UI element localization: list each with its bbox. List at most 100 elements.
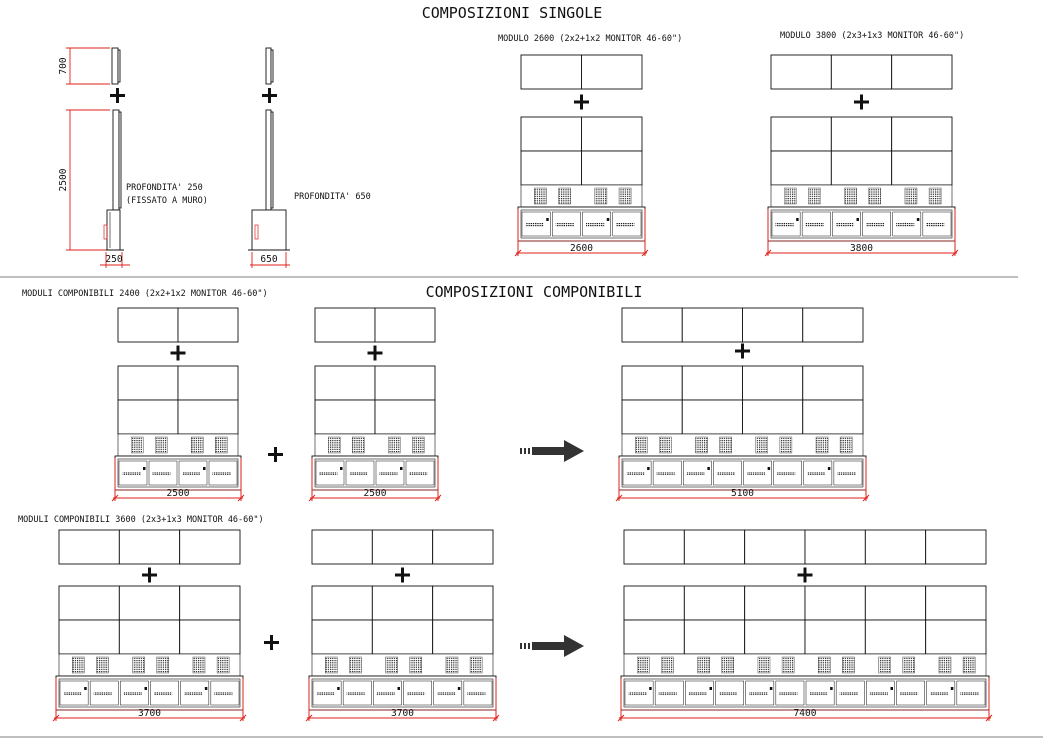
depth-label-wall: (FISSATO A MURO)	[126, 196, 208, 206]
speaker-grille	[216, 656, 230, 674]
dim-text: 2500	[364, 488, 387, 499]
monitor-top	[311, 529, 373, 565]
monitor-bottom	[58, 585, 120, 621]
dimension-width: 2500	[111, 458, 245, 502]
dim-text-650: 650	[260, 254, 277, 265]
speaker-grille	[878, 656, 891, 674]
monitor-bottom	[520, 150, 582, 186]
dim-text-2500-height: 2500	[58, 168, 69, 191]
dim-text-250: 250	[105, 254, 122, 265]
speaker-grille	[192, 656, 206, 674]
monitor-bottom	[864, 585, 927, 621]
dim-text: 2500	[167, 488, 190, 499]
depth-label-250: PROFONDITA' 250	[126, 183, 203, 193]
monitor-bottom	[891, 150, 953, 186]
monitor-top	[802, 307, 864, 343]
speaker-grille	[214, 436, 228, 454]
right-arrow-icon	[520, 440, 584, 462]
monitor-bottom	[683, 585, 746, 621]
speaker-grille	[839, 436, 853, 454]
dimension-width: 3800	[764, 209, 959, 257]
monitor-bottom	[314, 399, 376, 435]
speaker-grille	[154, 436, 168, 454]
monitor-bottom	[117, 365, 179, 401]
speaker-grille	[635, 436, 648, 454]
depth-label-650: PROFONDITA' 650	[294, 192, 371, 202]
title-single-compositions: COMPOSIZIONI SINGOLE	[422, 4, 603, 22]
right-arrow-icon	[520, 635, 584, 657]
monitor-top	[742, 307, 804, 343]
assembly-componibili-2400-b: 2500	[308, 307, 442, 502]
speaker-grille	[534, 187, 547, 205]
monitor-top	[179, 529, 241, 565]
speaker-grille	[325, 656, 338, 674]
speaker-grille	[815, 436, 829, 454]
speaker-grille	[156, 656, 170, 674]
speaker-grille	[719, 436, 732, 454]
monitor-bottom	[371, 585, 434, 621]
monitor-bottom	[117, 399, 179, 435]
label-modulo-2600: MODULO 2600 (2x2+1x2 MONITOR 46-60")	[498, 34, 682, 44]
monitor-bottom	[770, 116, 832, 152]
monitor-bottom	[802, 365, 864, 401]
monitor-bottom	[621, 365, 683, 401]
title-modular-compositions: COMPOSIZIONI COMPONIBILI	[426, 283, 643, 301]
plus-sign	[170, 345, 186, 361]
label-componibili-3600: MODULI COMPONIBILI 3600 (2x3+1x3 MONITOR…	[18, 515, 264, 525]
speaker-grille	[781, 656, 795, 674]
dimension-width: 2600	[514, 209, 649, 257]
monitor-bottom	[374, 399, 436, 435]
dimension-650-depth: 650	[250, 252, 290, 268]
monitor-bottom	[621, 399, 683, 435]
assembly-componibili-3600-b: 3700	[305, 529, 500, 722]
monitor-top	[314, 307, 376, 343]
plus-sign-between-b	[264, 635, 279, 650]
speaker-grille	[190, 436, 204, 454]
speaker-grille	[904, 187, 918, 205]
monitor-top	[804, 529, 866, 565]
monitor-bottom	[830, 116, 893, 152]
monitor-top	[432, 529, 494, 565]
speaker-grille	[868, 187, 882, 205]
dimension-width: 5100	[615, 458, 870, 502]
monitor-bottom	[891, 116, 953, 152]
speaker-grille	[659, 436, 672, 454]
dimension-width: 3700	[305, 678, 500, 722]
dimension-250-depth: 250	[100, 252, 130, 268]
monitor-bottom	[179, 585, 241, 621]
monitor-top	[744, 529, 806, 565]
monitor-top	[683, 529, 746, 565]
monitor-bottom	[864, 619, 927, 655]
speaker-grille	[132, 656, 145, 674]
plus-sign-between-a	[268, 447, 283, 462]
speaker-grille	[842, 656, 855, 674]
speaker-grille	[445, 656, 459, 674]
speaker-grille	[72, 656, 85, 674]
monitor-bottom	[681, 365, 743, 401]
speaker-grille	[928, 187, 942, 205]
monitor-bottom	[744, 585, 806, 621]
monitor-top	[118, 529, 181, 565]
speaker-grille	[755, 436, 769, 454]
dim-text: 3700	[138, 708, 161, 719]
monitor-bottom	[311, 585, 373, 621]
monitor-bottom	[432, 619, 494, 655]
monitor-top	[520, 54, 582, 90]
monitor-top	[581, 54, 643, 90]
speaker-grille	[938, 656, 952, 674]
monitor-bottom	[177, 399, 239, 435]
dimension-width: 2500	[308, 458, 442, 502]
plus-sign-side-b	[262, 88, 277, 103]
plus-sign	[735, 343, 750, 359]
dim-text-700: 700	[58, 57, 69, 74]
speaker-grille	[618, 187, 632, 205]
monitor-bottom	[770, 150, 832, 186]
assembly-componibili-2400-combined: 5100	[615, 307, 870, 502]
speaker-grille	[328, 436, 341, 454]
monitor-bottom	[802, 399, 864, 435]
monitor-bottom	[683, 619, 746, 655]
dimension-2500-height: 2500	[58, 109, 110, 251]
plus-sign	[854, 94, 869, 110]
dim-text: 3700	[391, 708, 414, 719]
